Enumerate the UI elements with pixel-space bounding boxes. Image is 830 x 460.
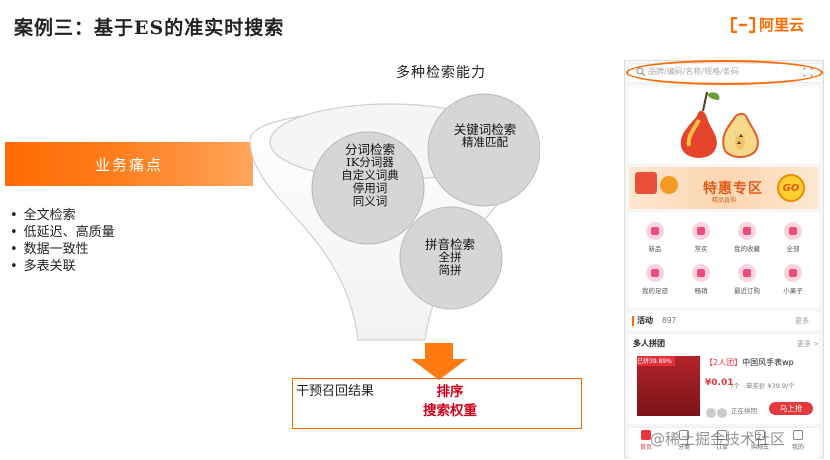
activity-bar[interactable] — [629, 311, 819, 331]
promo-title: 特惠专区 — [703, 181, 763, 197]
bubble-pinyin-text: 拼音检索 全拼 简拼 — [405, 238, 495, 277]
product-image-pears — [629, 86, 819, 164]
pear-image — [680, 91, 759, 158]
group-avatars — [706, 403, 728, 422]
pain-points-banner: 业务痛点 — [5, 142, 253, 186]
grid-item-frequent[interactable]: 常买 — [681, 222, 721, 253]
favorites-icon — [738, 222, 756, 240]
grid-item-all[interactable]: 全部 — [773, 222, 813, 253]
category-icon — [679, 430, 689, 440]
tab-orders[interactable]: 订单 — [708, 430, 736, 451]
bottom-tab-bar — [629, 427, 819, 459]
bubble-heading: 分词检索 — [344, 142, 395, 157]
promo-subtitle: 精品直购 — [712, 197, 737, 204]
bubble-keyword-text: 关键词检索 精准匹配 — [440, 123, 530, 149]
avatar — [717, 408, 727, 418]
watermark: @稀土掘金技术社区 — [650, 430, 786, 448]
bubble-segmentation — [311, 131, 425, 245]
product-title: 中国风手表wp — [742, 358, 794, 367]
activity-count: 897 — [662, 316, 677, 325]
capabilities-heading: 多种检索能力 — [396, 65, 486, 81]
pain-points-list: 全文检索 低延迟、高质量 数据一致性 多表关联 — [10, 207, 115, 275]
pain-point-item: 多表关联 — [10, 258, 115, 275]
grid-item-history[interactable]: 我的足迹 — [635, 264, 675, 295]
result-highlight: 排序 搜索权重 — [400, 383, 500, 421]
group-buy-title: 多人拼团 — [633, 339, 665, 348]
bubble-line: 同义词 — [352, 194, 388, 208]
aliyun-logo-icon — [731, 16, 755, 33]
activity-more-link[interactable]: 更多 — [795, 317, 809, 325]
bubble-heading: 拼音检索 — [424, 237, 475, 252]
gift-box-icon — [660, 176, 678, 194]
product-price-sub: /个 · 单买价 ¥39.9/个 — [731, 382, 795, 390]
tab-me[interactable]: 我的 — [784, 430, 812, 451]
brand-logo: 阿里云 — [731, 14, 804, 35]
bubble-line: 简拼 — [438, 263, 462, 277]
bubble-line: 停用词 — [352, 181, 388, 195]
product-name[interactable]: 【2人团】中国风手表wp — [705, 357, 794, 368]
grid-item-new[interactable]: 新品 — [635, 222, 675, 253]
bubble-keyword — [427, 93, 540, 207]
tab-cart[interactable]: 购物车 — [746, 430, 774, 451]
bubble-line: 自定义词典 — [341, 168, 399, 182]
product-badge: 【2人团】 — [705, 358, 743, 367]
search-funnel-diagram — [249, 93, 540, 341]
result-line: 搜索权重 — [423, 403, 477, 419]
grid-item-fruit[interactable]: 小果子 — [773, 264, 813, 295]
result-label: 干预召回结果 — [296, 384, 375, 399]
result-box — [292, 378, 582, 429]
product-price: ¥0.01 — [705, 378, 734, 388]
orders-icon — [717, 430, 727, 440]
frequent-icon — [692, 222, 710, 240]
cart-icon — [755, 430, 765, 440]
bubble-segmentation-text: 分词检索 IK分词器 自定义词典 停用词 同义词 — [325, 143, 415, 208]
user-icon — [793, 430, 803, 440]
grid-item-recent[interactable]: 最近订购 — [727, 264, 767, 295]
pain-point-item: 数据一致性 — [10, 241, 115, 258]
tab-home[interactable]: 首页 — [632, 430, 660, 451]
bubble-heading: 关键词检索 — [453, 122, 517, 137]
grouping-status: 正在拼团 — [731, 407, 757, 415]
bestseller-icon — [692, 264, 710, 282]
product-progress-tag: 已拼39.89% — [637, 356, 675, 366]
grid-item-bestseller[interactable]: 畅销 — [681, 264, 721, 295]
new-items-icon — [646, 222, 664, 240]
all-icon — [784, 222, 802, 240]
group-buy-more-link[interactable]: 更多 > — [797, 340, 820, 348]
cherry-icon — [784, 264, 802, 282]
pain-point-item: 低延迟、高质量 — [10, 224, 115, 241]
gift-box-icon — [635, 172, 657, 194]
search-highlight-ring — [626, 60, 823, 85]
promo-go-button[interactable]: GO — [777, 174, 805, 202]
bubble-line: IK分词器 — [346, 155, 394, 169]
bubble-pinyin — [399, 206, 503, 310]
avatar — [706, 408, 716, 418]
recent-orders-icon — [738, 264, 756, 282]
slide-title: 案例三：基于ES的准实时搜索 — [14, 17, 285, 39]
home-icon — [641, 430, 651, 440]
activity-label: 活动 — [632, 316, 653, 326]
grid-item-favorites[interactable]: 我的收藏 — [727, 222, 767, 253]
tab-category[interactable]: 分类 — [670, 430, 698, 451]
product-thumbnail[interactable] — [637, 356, 700, 416]
buy-now-button[interactable]: 马上抢 — [769, 402, 813, 415]
down-arrow-icon — [411, 343, 467, 380]
bubble-line: 精准匹配 — [462, 135, 508, 149]
brand-name: 阿里云 — [759, 16, 805, 34]
footprint-icon — [646, 264, 664, 282]
pain-point-item: 全文检索 — [10, 207, 115, 224]
bubble-line: 全拼 — [438, 250, 462, 264]
result-line: 排序 — [436, 384, 464, 400]
